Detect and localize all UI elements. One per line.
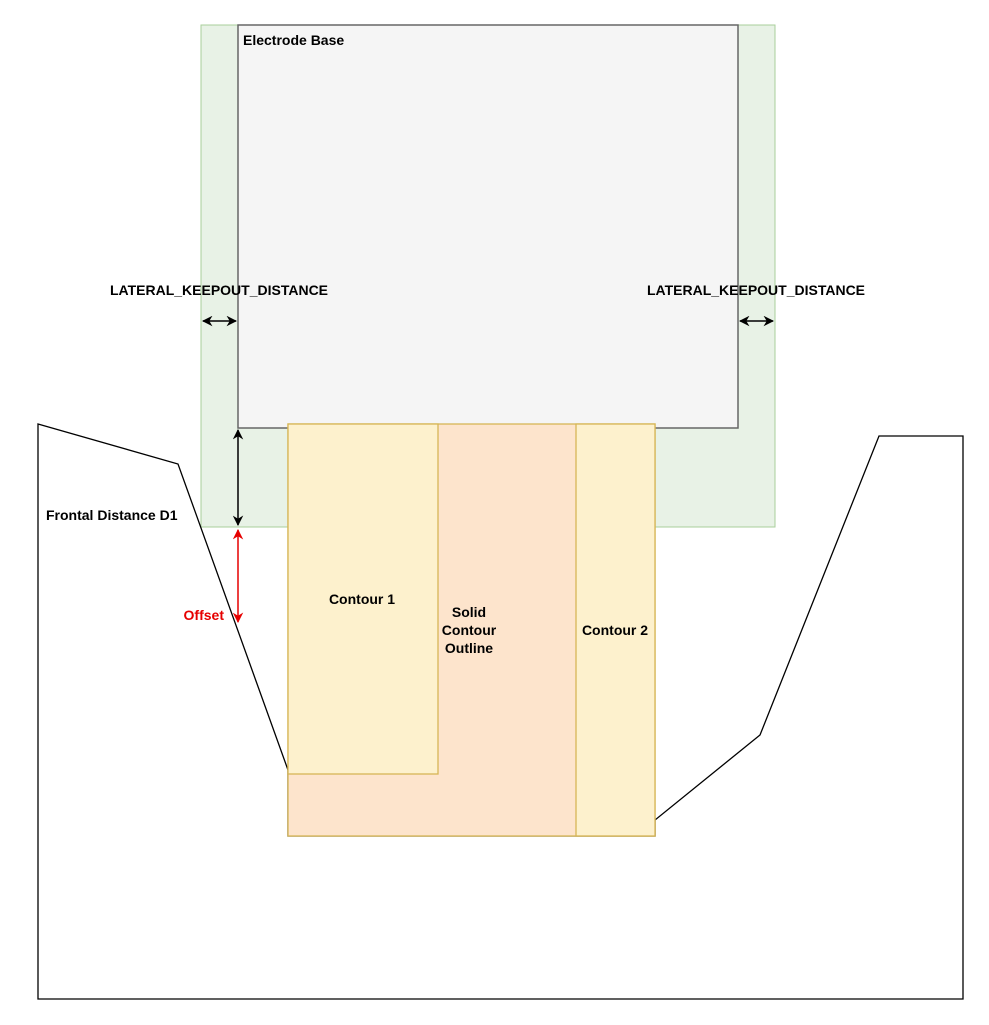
electrode-base-label: Electrode Base <box>243 32 344 48</box>
lateral-right-label: LATERAL_KEEPOUT_DISTANCE <box>647 282 865 298</box>
offset-label: Offset <box>184 607 225 623</box>
solid-contour-label-line3: Outline <box>445 640 493 656</box>
contour-1 <box>287 423 439 775</box>
workpiece-outline <box>37 423 964 1000</box>
lateral-left-label: LATERAL_KEEPOUT_DISTANCE <box>110 282 328 298</box>
solid-contour-label-line1: Solid <box>452 604 486 620</box>
contour-2-label: Contour 2 <box>582 622 648 638</box>
solid-contour-label-line2: Contour <box>442 622 497 638</box>
frontal-distance-label: Frontal Distance D1 <box>46 507 178 523</box>
contour-2 <box>575 423 656 837</box>
contour-1-label: Contour 1 <box>329 591 395 607</box>
electrode-base <box>237 24 739 429</box>
